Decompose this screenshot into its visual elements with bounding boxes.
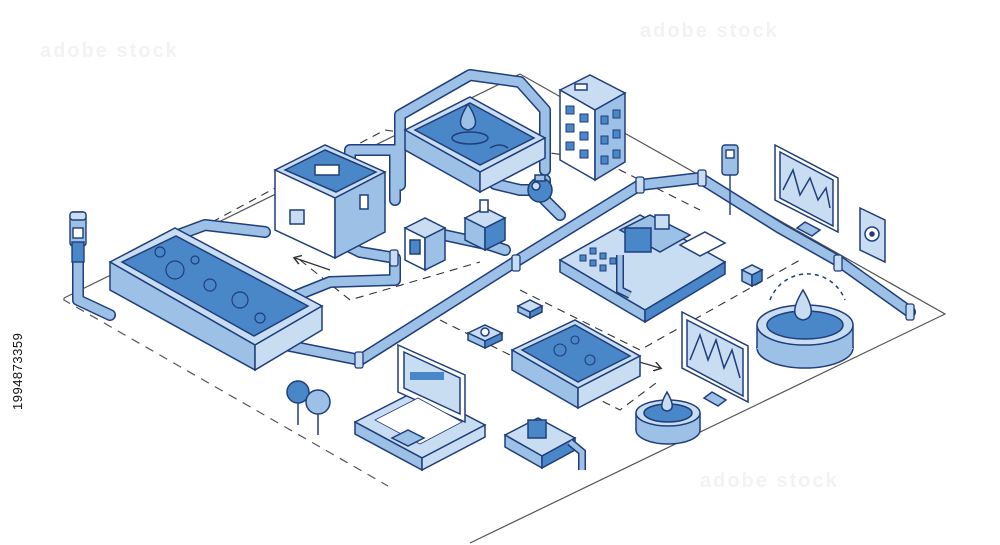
ball-valve	[527, 174, 553, 203]
electric-cabinet	[403, 217, 447, 272]
left-water-basin	[108, 227, 324, 372]
stock-id: 1994873359	[10, 332, 25, 410]
top-reservoir	[403, 96, 547, 194]
small-chip	[516, 299, 544, 320]
middle-water-basin	[510, 319, 642, 410]
small-meter	[466, 324, 504, 350]
left-sensor-post	[69, 211, 87, 263]
flow-arrow-left	[295, 258, 331, 271]
laptop	[353, 343, 487, 472]
flow-paths	[211, 129, 801, 411]
trees	[286, 380, 331, 435]
control-station	[558, 214, 727, 324]
monitor-middle	[681, 310, 749, 407]
small-drop-tank	[635, 390, 701, 445]
junction-box	[463, 199, 507, 252]
sensor-cube	[740, 264, 764, 288]
treatment-box	[273, 144, 387, 260]
office-building	[558, 74, 627, 182]
bottom-valve-unit	[503, 417, 586, 470]
right-sensor-post	[721, 144, 739, 215]
right-drop-tank	[756, 273, 854, 369]
wall-switch	[859, 206, 886, 264]
monitor-top-right	[774, 143, 839, 237]
